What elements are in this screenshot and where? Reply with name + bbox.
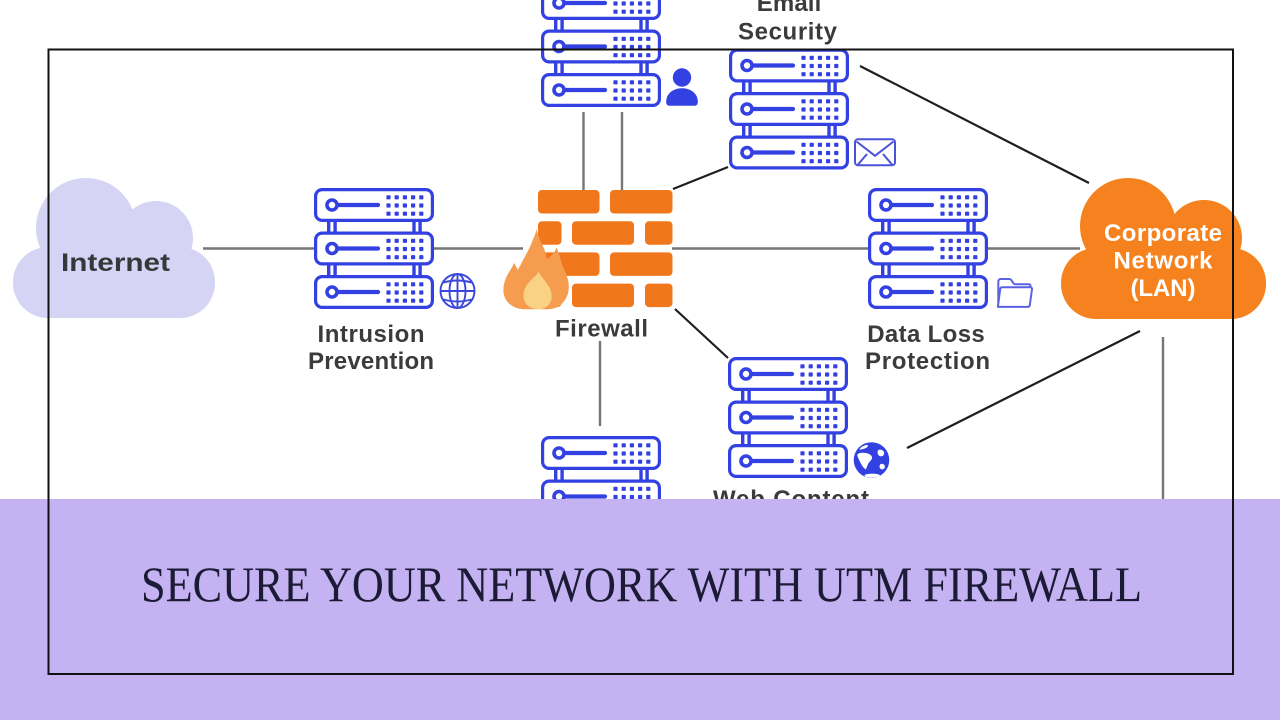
svg-text:(LAN): (LAN) [1131, 275, 1196, 302]
svg-text:Internet: Internet [61, 249, 171, 277]
svg-text:Security: Security [738, 19, 838, 46]
svg-text:Firewall: Firewall [555, 316, 648, 343]
svg-text:Data Loss: Data Loss [867, 321, 985, 348]
svg-text:SECURE YOUR NETWORK WITH UTM F: SECURE YOUR NETWORK WITH UTM FIREWALL [141, 556, 1142, 612]
svg-text:Intrusion: Intrusion [318, 321, 425, 348]
svg-text:Protection: Protection [865, 348, 990, 375]
svg-text:Network: Network [1114, 248, 1214, 275]
svg-text:Corporate: Corporate [1104, 220, 1222, 247]
svg-text:Email: Email [757, 0, 822, 17]
svg-text:Prevention: Prevention [308, 348, 434, 375]
